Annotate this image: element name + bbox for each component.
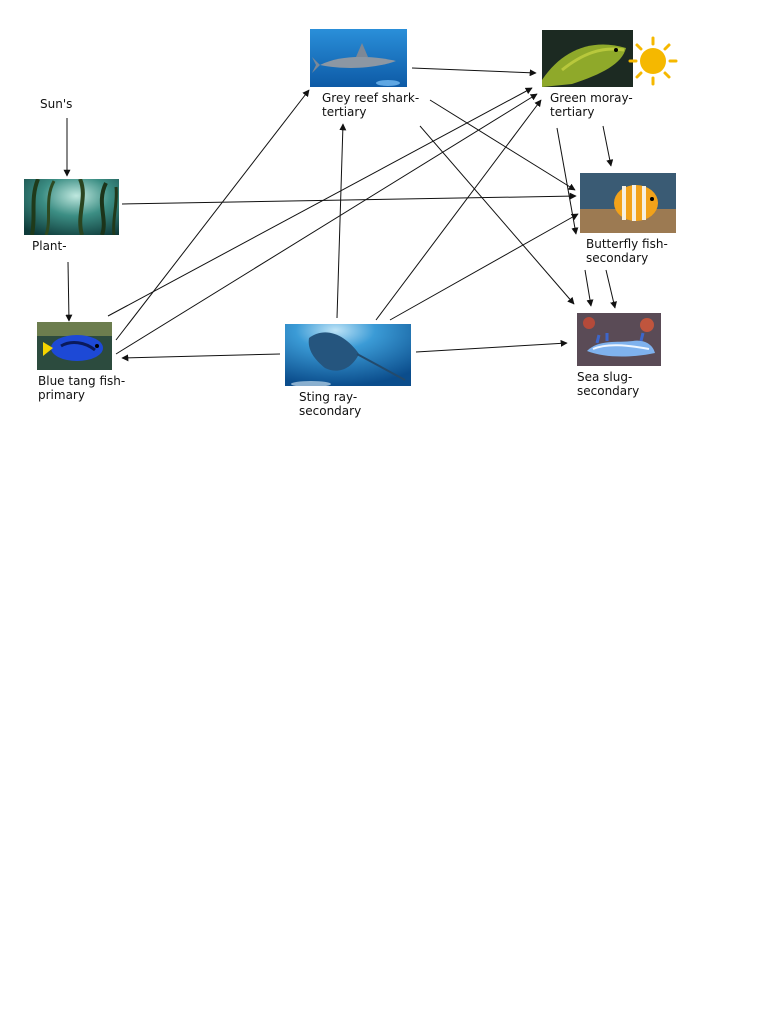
arrow-stingray-to-shark [336, 123, 347, 319]
bluetang-label-line1: Blue tang fish- [38, 374, 126, 388]
arrow-stingray-to-moray [375, 99, 542, 321]
shark-label-line1: Grey reef shark- [322, 91, 420, 105]
arrow-moray-to-butterfly [602, 125, 614, 167]
butterfly-label-line2: secondary [586, 251, 649, 265]
plant-label: Plant- [32, 239, 67, 253]
shark-label-line2: tertiary [322, 105, 367, 119]
sun-icon [628, 36, 678, 86]
sting-ray-photo [285, 324, 411, 386]
bluetang-label-line2: primary [38, 388, 85, 402]
arrow-butterfly-to-seaslug-b [605, 269, 617, 309]
arrow-bluetang-to-moray-a [107, 87, 533, 317]
sun-label: Sun's [40, 97, 73, 111]
seaslug-label-line2: secondary [577, 384, 640, 398]
arrow-plant-to-bluetang [65, 261, 73, 322]
butterfly-fish-photo [580, 173, 676, 233]
arrow-moray-to-seaslug [556, 127, 579, 235]
kelp-photo [24, 179, 119, 235]
arrow-shark-to-moray [411, 67, 537, 77]
stingray-label-line1: Sting ray- [299, 390, 358, 404]
arrow-stingray-to-bluetang [121, 353, 281, 362]
moray-label-line1: Green moray- [550, 91, 633, 105]
blue-tang-photo [37, 322, 112, 370]
moray-label-line2: tertiary [550, 105, 595, 119]
stingray-label-line2: secondary [299, 404, 362, 418]
arrow-stingray-to-seaslug [415, 339, 568, 353]
arrow-shark-to-seaslug [419, 125, 575, 305]
butterfly-label-line1: Butterfly fish- [586, 237, 668, 251]
seaslug-label-line1: Sea slug- [577, 370, 633, 384]
sea-slug-photo [577, 313, 661, 366]
arrow-shark-to-butterfly [429, 99, 576, 191]
arrow-butterfly-to-seaslug-a [584, 269, 594, 307]
shark-photo [310, 29, 407, 87]
arrow-bluetang-to-moray-b [115, 93, 538, 355]
moray-eel-photo [542, 30, 633, 87]
arrow-stingray-to-butterfly [389, 213, 579, 321]
arrow-plant-to-butterfly [121, 192, 577, 205]
arrow-bluetang-to-shark [115, 89, 310, 341]
